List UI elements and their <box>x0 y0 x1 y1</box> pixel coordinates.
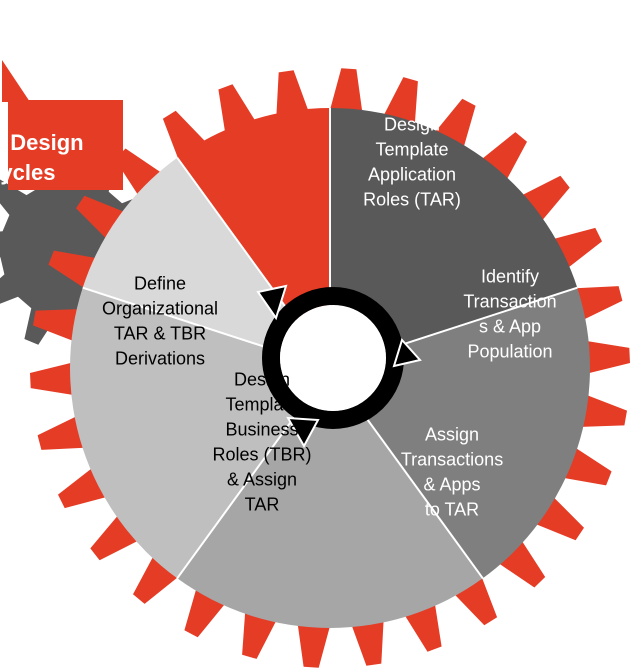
segment-5-label-line: Organizational <box>102 299 218 319</box>
segment-2-label-line: Population <box>467 342 552 362</box>
cycle-arrows-icon <box>256 284 422 449</box>
title-box: Role Design Cycles <box>0 100 123 190</box>
segment-4-label-line: Business <box>225 420 298 440</box>
segment-4-label-line: Design <box>234 370 290 390</box>
segment-1-label-line: Template <box>375 140 448 160</box>
segment-4-label-line: Template <box>225 395 298 415</box>
segment-4-label-line: TAR <box>245 495 280 515</box>
segment-4-label-line: & Assign <box>227 470 297 490</box>
segment-3-label-line: & Apps <box>423 475 480 495</box>
segment-5 <box>82 157 330 368</box>
title-line-2: Cycles <box>0 160 55 185</box>
segment-2-label-line: Transaction <box>463 292 556 312</box>
cycle-segments <box>70 108 590 628</box>
segment-1-label-line: Roles (TAR) <box>363 190 461 210</box>
segment-1-label-line: Application <box>368 165 456 185</box>
segment-3 <box>177 368 483 628</box>
segment-2-label-line: s & App <box>479 317 541 337</box>
segment-3-label-line: to TAR <box>425 500 479 520</box>
segment-5-label-line: Define <box>134 274 186 294</box>
segment-4-label-line: Roles (TBR) <box>212 445 311 465</box>
segment-5-label-line: TAR & TBR <box>114 324 206 344</box>
segment-5-label-line: Derivations <box>115 349 205 369</box>
segment-1 <box>330 108 578 368</box>
segment-3-label-line: Transactions <box>401 450 503 470</box>
segment-2-label-line: Identify <box>481 267 539 287</box>
title-line-1: Role Design <box>0 130 84 155</box>
segment-3-label-line: Assign <box>425 425 479 445</box>
segment-1-label-line: Design <box>384 115 440 135</box>
